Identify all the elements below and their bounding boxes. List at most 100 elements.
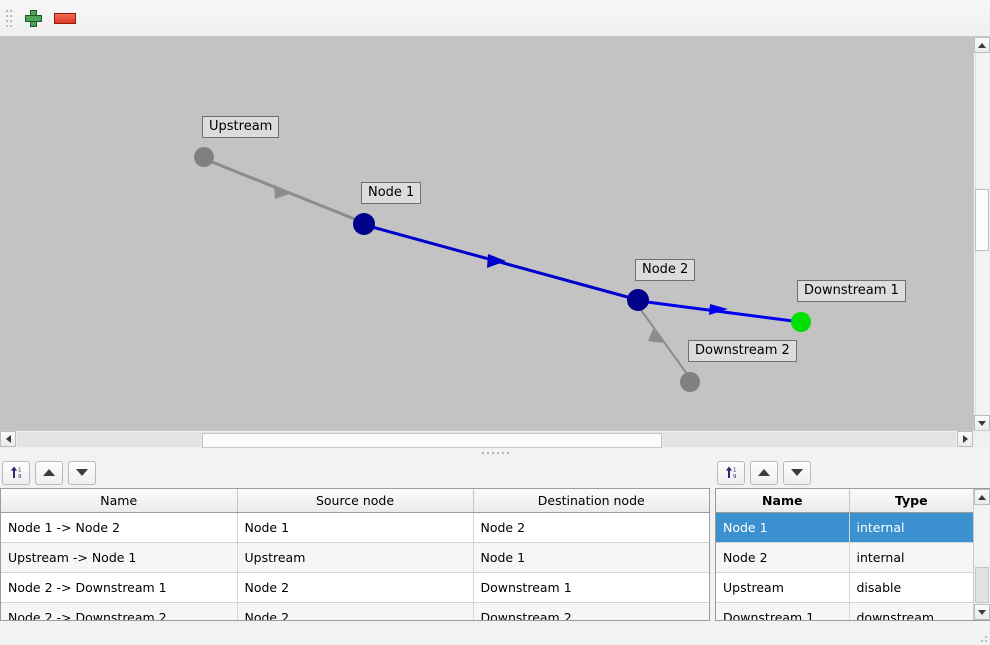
nodes-column-name[interactable]: Name [716,489,850,513]
graph-label-downstream1[interactable]: Downstream 1 [797,280,906,302]
table-row[interactable]: Node 1 internal [716,512,973,543]
canvas-scroll-up-button[interactable] [974,37,990,53]
horizontal-splitter[interactable] [0,448,990,457]
nodes-vscroll-thumb[interactable] [975,567,989,603]
edges-pane: 1 9 [0,457,710,621]
chevron-down-icon [978,420,986,426]
edge-node2-downstream1[interactable] [646,300,794,323]
add-node-button[interactable] [17,3,49,33]
chevron-up-icon [978,494,986,500]
graph-label-downstream2[interactable]: Downstream 2 [688,340,797,362]
canvas-vertical-scrollbar[interactable] [973,37,990,430]
table-row[interactable]: Node 2 -> Downstream 2 Node 2 Downstream… [1,602,709,620]
edge-destination-cell[interactable]: Node 1 [473,542,709,573]
nodes-scroll-down-button[interactable] [974,604,990,620]
table-row[interactable]: Upstream -> Node 1 Upstream Node 1 [1,542,709,573]
nodes-sort-button[interactable]: 1 9 [717,460,745,485]
node-type-cell[interactable]: internal [849,542,973,573]
edges-table-scroll[interactable]: Name Source node Destination node Node 1… [1,489,709,620]
graph-label-upstream[interactable]: Upstream [202,116,280,138]
canvas-vscroll-thumb[interactable] [975,189,989,251]
edge-source-cell[interactable]: Node 2 [237,602,474,620]
bottom-panes: 1 9 [0,457,990,621]
vertical-splitter[interactable] [710,457,715,621]
edge-destination-cell[interactable]: Node 2 [473,512,709,543]
table-row[interactable]: Node 1 -> Node 2 Node 1 Node 2 [1,512,709,543]
edges-column-destination[interactable]: Destination node [473,489,709,513]
triangle-up-icon [758,469,770,476]
edge-node2-downstream2[interactable] [640,309,688,375]
edges-move-down-button[interactable] [68,460,96,485]
node-name-cell[interactable]: Node 1 [716,512,850,543]
nodes-table-scroll[interactable]: Name Type Node 1 internal Node 2 i [716,489,973,620]
edge-source-cell[interactable]: Node 1 [237,512,474,543]
svg-text:1: 1 [18,468,22,474]
table-row[interactable]: Node 2 internal [716,542,973,573]
nodes-move-down-button[interactable] [783,460,811,485]
edges-move-up-button[interactable] [35,460,63,485]
nodes-toolbar: 1 9 [715,457,990,488]
edge-name-cell[interactable]: Node 1 -> Node 2 [1,512,238,543]
graph-node-downstream2[interactable] [680,372,700,392]
node-type-cell[interactable]: disable [849,572,973,603]
edge-destination-cell[interactable]: Downstream 1 [473,572,709,603]
graph-label-node1[interactable]: Node 1 [361,182,422,204]
edge-name-cell[interactable]: Upstream -> Node 1 [1,542,238,573]
edge-upstream-node1[interactable] [211,160,358,222]
edge-source-cell[interactable]: Node 2 [237,572,474,603]
graph-canvas[interactable]: Upstream Node 1 Node 2 Downstream 1 Down… [0,37,973,430]
edges-sort-button[interactable]: 1 9 [2,460,30,485]
canvas-scroll-down-button[interactable] [974,415,990,430]
canvas-scroll-right-button[interactable] [957,431,973,447]
chevron-up-icon [978,42,986,48]
graph-label-node2[interactable]: Node 2 [635,259,696,281]
canvas-hscroll-thumb[interactable] [202,433,662,448]
svg-text:9: 9 [18,474,22,480]
window-resize-grip[interactable] [977,632,987,642]
sort-ascending-icon: 1 9 [10,466,22,480]
toolbar-drag-handle[interactable] [2,6,12,30]
remove-node-button[interactable] [49,3,81,33]
edge-node1-node2[interactable] [371,225,632,300]
graph-node-node1[interactable] [353,213,375,235]
canvas-horizontal-scrollbar[interactable] [0,431,990,448]
minus-icon [54,12,76,24]
nodes-table-header-row: Name Type [716,489,973,513]
edge-destination-cell[interactable]: Downstream 2 [473,602,709,620]
node-name-cell[interactable]: Node 2 [716,542,850,573]
canvas-scroll-left-button[interactable] [0,431,16,447]
edge-source-cell[interactable]: Upstream [237,542,474,573]
edge-name-cell[interactable]: Node 2 -> Downstream 1 [1,572,238,603]
nodes-table: Name Type Node 1 internal Node 2 i [716,489,973,620]
edge-name-cell[interactable]: Node 2 -> Downstream 2 [1,602,238,620]
table-row[interactable]: Downstream 1 downstream [716,602,973,620]
graph-node-downstream1[interactable] [791,312,811,332]
chevron-left-icon [5,435,11,443]
nodes-pane: 1 9 Name [715,457,990,621]
plus-icon [24,9,42,27]
triangle-up-icon [43,469,55,476]
triangle-down-icon [76,469,88,476]
edges-column-source[interactable]: Source node [237,489,474,513]
graph-node-upstream[interactable] [194,147,214,167]
edges-table: Name Source node Destination node Node 1… [1,489,709,620]
sort-ascending-icon: 1 9 [725,466,737,480]
table-row[interactable]: Upstream disable [716,572,973,603]
node-name-cell[interactable]: Upstream [716,572,850,603]
edges-table-container: Name Source node Destination node Node 1… [0,488,710,621]
nodes-table-vertical-scrollbar[interactable] [973,489,990,620]
graph-canvas-container: Upstream Node 1 Node 2 Downstream 1 Down… [0,37,990,431]
nodes-column-type[interactable]: Type [849,489,973,513]
edges-table-header-row: Name Source node Destination node [1,489,709,513]
node-type-cell[interactable]: downstream [849,602,973,620]
node-type-cell[interactable]: internal [849,512,973,543]
edges-column-name[interactable]: Name [1,489,238,513]
graph-node-node2[interactable] [627,289,649,311]
svg-text:1: 1 [733,468,737,474]
node-name-cell[interactable]: Downstream 1 [716,602,850,620]
canvas-hscroll-track[interactable] [17,432,956,448]
nodes-move-up-button[interactable] [750,460,778,485]
table-row[interactable]: Node 2 -> Downstream 1 Node 2 Downstream… [1,572,709,603]
nodes-scroll-up-button[interactable] [974,489,990,505]
